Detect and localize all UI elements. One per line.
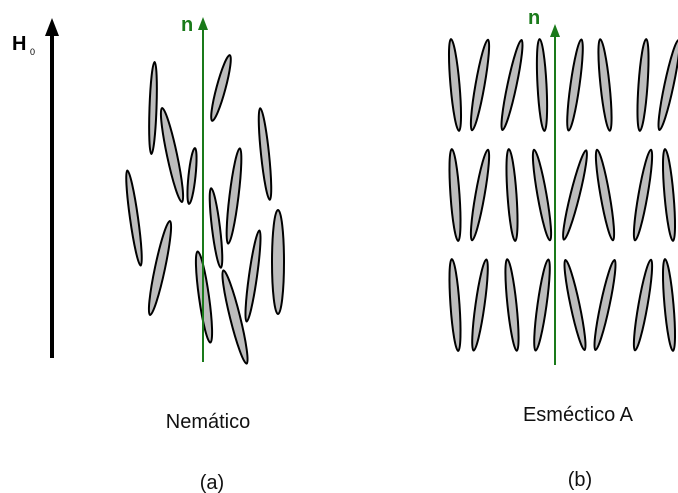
nematic-molecule <box>210 54 232 122</box>
smectic-molecule <box>533 258 551 352</box>
smectic-molecule <box>632 148 654 242</box>
smectic-molecule <box>448 148 462 242</box>
smectic-molecule <box>632 258 654 352</box>
nematic-molecule <box>225 147 243 245</box>
smectic-molecules <box>447 38 678 352</box>
smectic-molecule <box>469 148 491 242</box>
caption-nematic: Nemático <box>166 411 250 433</box>
nematic-molecules <box>125 54 285 365</box>
smectic-molecule <box>469 38 491 132</box>
director-label-nematic: n <box>181 14 193 36</box>
smectic-molecule <box>593 258 617 352</box>
nematic-molecule <box>148 61 158 155</box>
smectic-molecule <box>661 258 677 352</box>
nematic-molecule <box>257 107 273 201</box>
smectic-molecule <box>505 148 519 242</box>
smectic-molecule <box>563 258 587 352</box>
smectic-molecule <box>594 148 616 242</box>
smectic-molecule <box>597 38 613 132</box>
smectic-molecule <box>448 258 462 352</box>
sublabel-b: (b) <box>568 469 592 491</box>
field-arrow <box>45 18 59 358</box>
director-label-smectic: n <box>528 7 540 29</box>
smectic-molecule <box>566 38 584 132</box>
nematic-molecule <box>271 209 285 315</box>
smectic-molecule <box>661 148 677 242</box>
smectic-molecule <box>504 258 520 352</box>
sublabel-a: (a) <box>200 472 224 493</box>
field-subscript: 0 <box>30 47 35 57</box>
smectic-molecule <box>471 258 489 352</box>
smectic-molecule <box>447 38 463 132</box>
nematic-molecule <box>159 107 185 203</box>
nematic-molecule <box>147 220 173 316</box>
nematic-molecule <box>221 269 249 365</box>
smectic-molecule <box>531 148 553 242</box>
nematic-molecule <box>125 169 143 267</box>
smectic-molecule <box>500 38 524 132</box>
nematic-molecule <box>244 229 262 323</box>
field-label: H <box>12 33 26 55</box>
smectic-molecule <box>535 38 549 132</box>
smectic-molecule <box>636 38 650 132</box>
nematic-molecule <box>186 147 198 205</box>
director-arrow-nematic <box>198 17 208 362</box>
director-arrow-smectic <box>550 24 560 365</box>
smectic-molecule <box>562 149 588 241</box>
smectic-molecule <box>657 38 678 132</box>
nematic-molecule <box>208 187 224 269</box>
caption-smectic: Esméctico A <box>523 404 634 426</box>
